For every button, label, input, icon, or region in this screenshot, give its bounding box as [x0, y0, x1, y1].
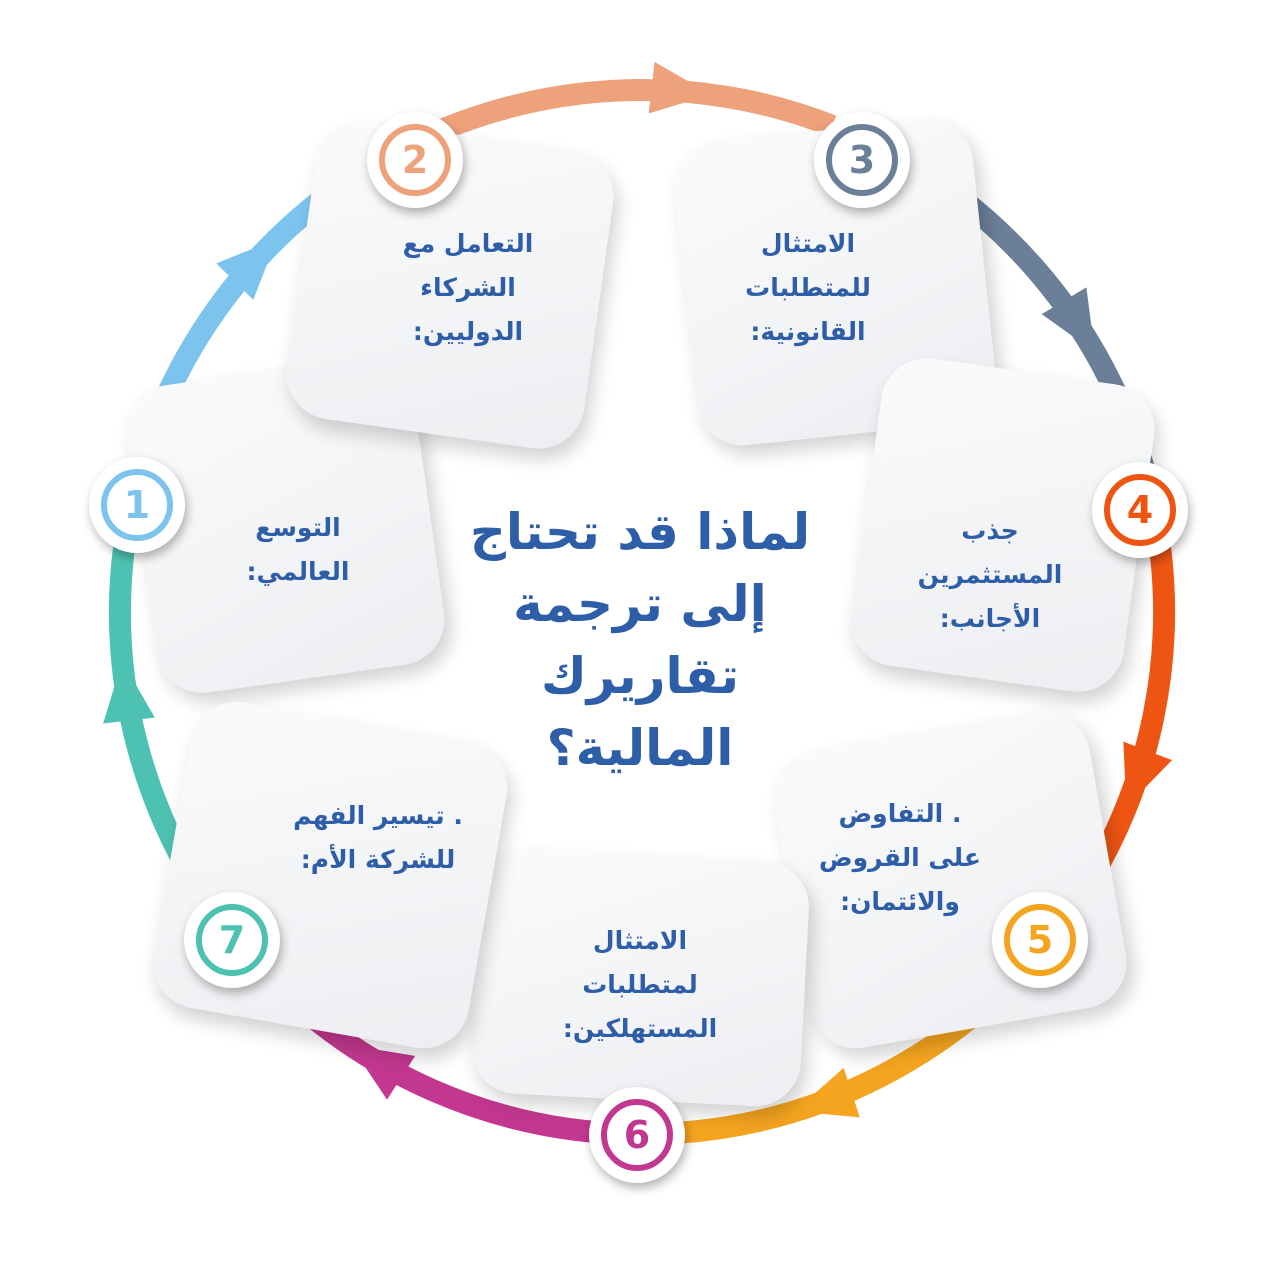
title-line: لماذا قد تحتاج	[469, 503, 811, 561]
step-5-text: . التفاوض على القروض والائتمان:	[819, 799, 981, 916]
arrowhead-5	[794, 1067, 860, 1118]
step-1-badge: 1	[89, 457, 185, 553]
arrowhead-2	[648, 61, 712, 114]
step-1-text: التوسع العالمي:	[246, 513, 350, 586]
title-line: تقاريرك	[540, 647, 740, 705]
step-5-badge: 5	[992, 892, 1088, 988]
arrowhead-7	[103, 660, 155, 724]
arrowhead-3	[1041, 287, 1095, 353]
step-2-text: التعامل مع الشركاء الدوليين:	[402, 229, 534, 346]
arrowhead-6	[350, 1045, 416, 1100]
step-number: 7	[196, 904, 268, 976]
central-question-title: لماذا قد تحتاج إلى ترجمة تقاريرك المالية…	[430, 496, 850, 784]
title-line: إلى ترجمة	[513, 575, 767, 633]
step-4-badge: 4	[1092, 462, 1188, 558]
arrowhead-1	[216, 238, 277, 300]
ring-segment-2	[402, 79, 837, 156]
step-4-text: جذب المستثمرين الأجانب:	[917, 516, 1063, 633]
step-number: 5	[1004, 904, 1076, 976]
step-number: 3	[826, 124, 898, 196]
step-6-text: الامتثال لمتطلبات المستهلكين:	[562, 926, 718, 1043]
step-3-text: الامتثال للمتطلبات القانونية:	[745, 229, 871, 346]
step-3-badge: 3	[814, 112, 910, 208]
step-number: 6	[601, 1099, 673, 1171]
arrowhead-4	[1123, 741, 1172, 808]
step-7-badge: 7	[184, 892, 280, 988]
step-2-badge: 2	[367, 112, 463, 208]
title-line: المالية؟	[546, 719, 734, 777]
step-number: 1	[101, 469, 173, 541]
step-6-badge: 6	[589, 1087, 685, 1183]
step-number: 2	[379, 124, 451, 196]
step-number: 4	[1104, 474, 1176, 546]
step-7-text: . تيسير الفهم للشركة الأم:	[293, 801, 463, 874]
